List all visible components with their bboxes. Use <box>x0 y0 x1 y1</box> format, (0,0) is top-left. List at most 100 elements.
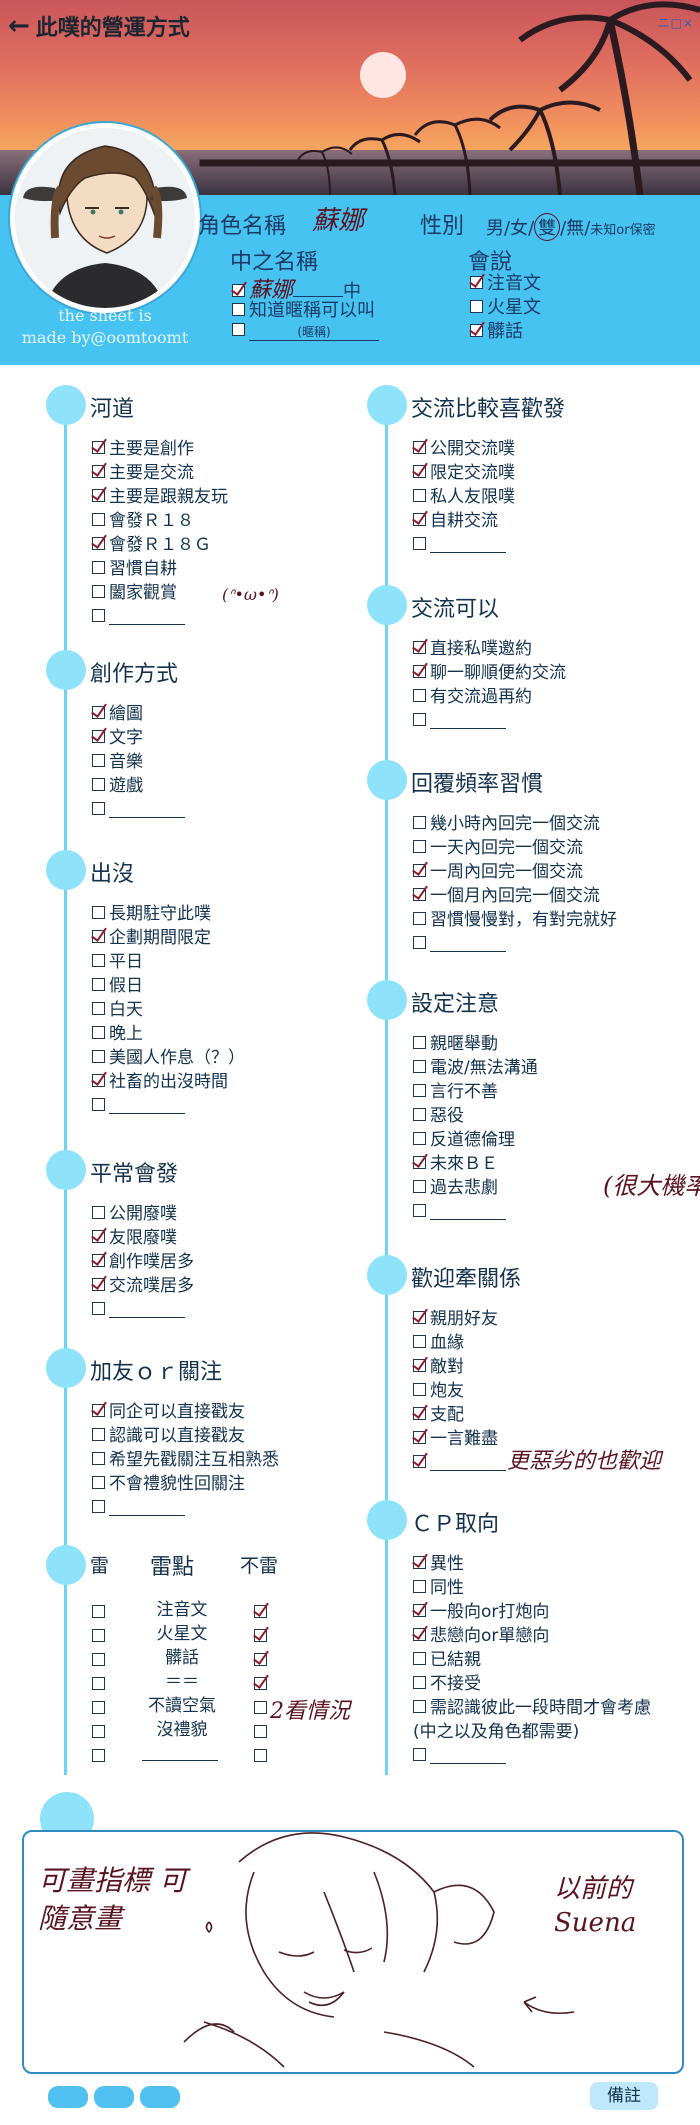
checkbox[interactable] <box>92 705 105 719</box>
checkbox[interactable] <box>92 929 105 943</box>
checklist-item[interactable] <box>413 932 617 956</box>
checkbox[interactable] <box>92 753 105 767</box>
language-option[interactable]: 髒話 <box>470 320 541 344</box>
gender-option-male[interactable]: 男/ <box>486 218 511 239</box>
sketch-note-box[interactable]: 可畫指標 可隨意畫 以前的Suena <box>22 1830 684 2074</box>
checkbox[interactable] <box>413 887 426 901</box>
mine-checkbox[interactable] <box>92 1725 105 1738</box>
checkbox[interactable] <box>413 1334 426 1348</box>
mine-checkbox[interactable] <box>92 1653 105 1666</box>
blank-line[interactable] <box>430 1749 506 1764</box>
blank-line[interactable] <box>109 1099 185 1114</box>
checkbox[interactable] <box>92 1253 105 1267</box>
checklist-item[interactable]: (中之以及角色都需要) <box>413 1720 651 1744</box>
checklist-item[interactable]: 敵對 <box>413 1355 506 1379</box>
checklist-item[interactable]: 文字 <box>92 726 185 750</box>
checkbox[interactable] <box>413 1382 426 1396</box>
checkbox[interactable] <box>92 488 105 502</box>
page-pill-2[interactable] <box>94 2086 134 2108</box>
checkbox[interactable] <box>92 729 105 743</box>
checkbox[interactable] <box>413 1747 426 1761</box>
checkbox[interactable] <box>413 640 426 654</box>
checklist-item[interactable]: 希望先戳關注互相熟悉 <box>92 1448 279 1472</box>
checkbox[interactable] <box>92 536 105 550</box>
ok-checkbox[interactable] <box>254 1653 267 1666</box>
blank-line[interactable] <box>430 538 506 553</box>
zhongzhi-opt1[interactable]: 蘇娜中 <box>232 272 361 304</box>
checkbox[interactable] <box>413 1179 426 1193</box>
checkbox[interactable] <box>413 1358 426 1372</box>
checklist-item[interactable]: 親朋好友 <box>413 1307 506 1331</box>
checkbox[interactable] <box>92 801 105 815</box>
ok-checkbox[interactable] <box>254 1749 267 1762</box>
gender-option-none[interactable]: /無/ <box>560 218 591 239</box>
checkbox[interactable] <box>232 283 245 297</box>
checkbox[interactable] <box>413 1059 426 1073</box>
mine-checkbox[interactable] <box>92 1629 105 1642</box>
checklist-item[interactable]: 長期駐守此噗 <box>92 902 245 926</box>
zhongzhi-opt2[interactable]: 知道暱稱可以叫 <box>232 296 375 322</box>
blank-line[interactable] <box>109 803 185 818</box>
checkbox[interactable] <box>413 935 426 949</box>
checklist-item[interactable] <box>92 1094 245 1118</box>
checkbox[interactable] <box>92 560 105 574</box>
window-controls[interactable]: ニ□× <box>657 16 694 30</box>
checkbox[interactable] <box>413 1699 426 1713</box>
checklist-item[interactable] <box>413 533 515 557</box>
role-name-value[interactable]: 蘇娜 <box>312 206 365 236</box>
checklist-item[interactable]: 平日 <box>92 950 245 974</box>
checklist-item[interactable]: 已結親 <box>413 1648 651 1672</box>
checkbox[interactable] <box>92 1049 105 1063</box>
checklist-item[interactable]: 美國人作息（？） <box>92 1046 245 1070</box>
gender-option-both[interactable]: 雙 <box>534 213 561 241</box>
checkbox[interactable] <box>413 1310 426 1324</box>
checklist-item[interactable]: 炮友 <box>413 1379 506 1403</box>
ok-checkbox[interactable] <box>254 1629 267 1642</box>
checkbox[interactable] <box>413 1454 426 1468</box>
checklist-item[interactable] <box>413 1451 506 1475</box>
checkbox[interactable] <box>92 1277 105 1291</box>
checkbox[interactable] <box>92 464 105 478</box>
checklist-item[interactable]: 電波/無法溝通 <box>413 1056 538 1080</box>
checkbox[interactable] <box>413 1675 426 1689</box>
checklist-item[interactable]: 一周內回完一個交流 <box>413 860 617 884</box>
checklist-item[interactable] <box>413 1744 651 1768</box>
checklist-item[interactable]: 闔家觀賞 <box>92 581 228 605</box>
checkbox[interactable] <box>413 1651 426 1665</box>
checkbox[interactable] <box>413 688 426 702</box>
blank-line[interactable] <box>430 1205 506 1220</box>
checklist-item[interactable]: 公開交流噗 <box>413 437 515 461</box>
checkbox[interactable] <box>232 322 245 336</box>
checklist-item[interactable]: 公開廢噗 <box>92 1202 194 1226</box>
checkbox[interactable] <box>92 1097 105 1111</box>
checkbox[interactable] <box>413 1430 426 1444</box>
blank-line[interactable] <box>109 610 185 625</box>
language-option[interactable]: 注音文 <box>470 272 541 296</box>
checkbox[interactable] <box>92 1451 105 1465</box>
checklist-item[interactable]: 主要是創作 <box>92 437 228 461</box>
checklist-item[interactable]: 有交流過再約 <box>413 685 566 709</box>
checkbox[interactable] <box>92 608 105 622</box>
checkbox[interactable] <box>92 1001 105 1015</box>
checklist-item[interactable]: 親暱舉動 <box>413 1032 538 1056</box>
checklist-item[interactable]: 過去悲劇 <box>413 1176 538 1200</box>
checklist-item[interactable]: 自耕交流 <box>413 509 515 533</box>
page-pill-1[interactable] <box>48 2086 88 2108</box>
mine-checkbox[interactable] <box>92 1701 105 1714</box>
checklist-item[interactable]: 異性 <box>413 1552 651 1576</box>
checklist-item[interactable]: 社畜的出沒時間 <box>92 1070 245 1094</box>
checklist-item[interactable]: 惡役 <box>413 1104 538 1128</box>
checkbox[interactable] <box>413 1406 426 1420</box>
checkbox[interactable] <box>413 712 426 726</box>
checkbox[interactable] <box>92 1427 105 1441</box>
checkbox[interactable] <box>232 302 245 316</box>
checkbox[interactable] <box>413 1083 426 1097</box>
gender-option-female[interactable]: 女/ <box>510 218 535 239</box>
checkbox[interactable] <box>470 299 483 313</box>
ok-checkbox[interactable] <box>254 1605 267 1618</box>
checklist-item[interactable] <box>413 709 566 733</box>
checklist-item[interactable]: 直接私噗邀約 <box>413 637 566 661</box>
zhongzhi-opt3[interactable]: (暱稱) <box>232 320 379 341</box>
checklist-item[interactable]: 血緣 <box>413 1331 506 1355</box>
checkbox[interactable] <box>413 911 426 925</box>
